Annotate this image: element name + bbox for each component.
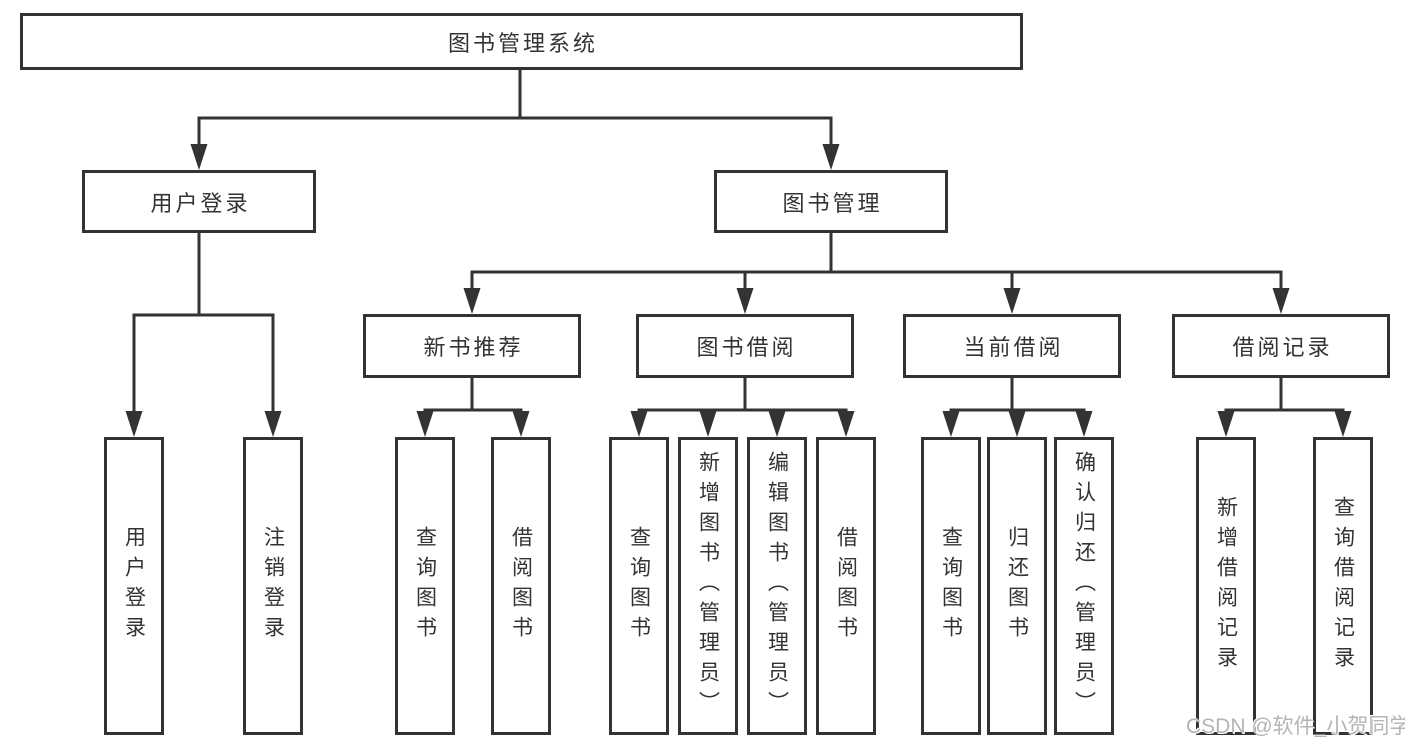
node-book-management: 图书管理 <box>714 170 948 233</box>
leaf-edit-books-admin: 编辑图书（管理员） <box>747 437 807 735</box>
leaf-add-books-admin: 新增图书（管理员） <box>678 437 738 735</box>
csdn-watermark: CSDN @软件_小贺同学 <box>1186 715 1405 738</box>
node-new-book-recommend: 新书推荐 <box>363 314 581 378</box>
node-borrow-records: 借阅记录 <box>1172 314 1390 378</box>
leaf-borrow-books-recommend: 借阅图书 <box>491 437 551 735</box>
leaf-return-books: 归还图书 <box>987 437 1047 735</box>
node-user-login: 用户登录 <box>82 170 316 233</box>
node-book-borrow: 图书借阅 <box>636 314 854 378</box>
arrowheads <box>125 144 1352 437</box>
leaf-logout: 注销登录 <box>243 437 303 735</box>
leaf-query-books-recommend: 查询图书 <box>395 437 455 735</box>
node-current-borrow: 当前借阅 <box>903 314 1121 378</box>
leaf-query-books-borrow: 查询图书 <box>609 437 669 735</box>
node-library-system: 图书管理系统 <box>20 13 1023 70</box>
leaf-add-borrow-record: 新增借阅记录 <box>1196 437 1256 735</box>
leaf-user-login: 用户登录 <box>104 437 164 735</box>
leaf-query-borrow-record: 查询借阅记录 <box>1313 437 1373 735</box>
leaf-borrow-books: 借阅图书 <box>816 437 876 735</box>
leaf-confirm-return-admin: 确认归还（管理员） <box>1054 437 1114 735</box>
leaf-query-books-current: 查询图书 <box>921 437 981 735</box>
